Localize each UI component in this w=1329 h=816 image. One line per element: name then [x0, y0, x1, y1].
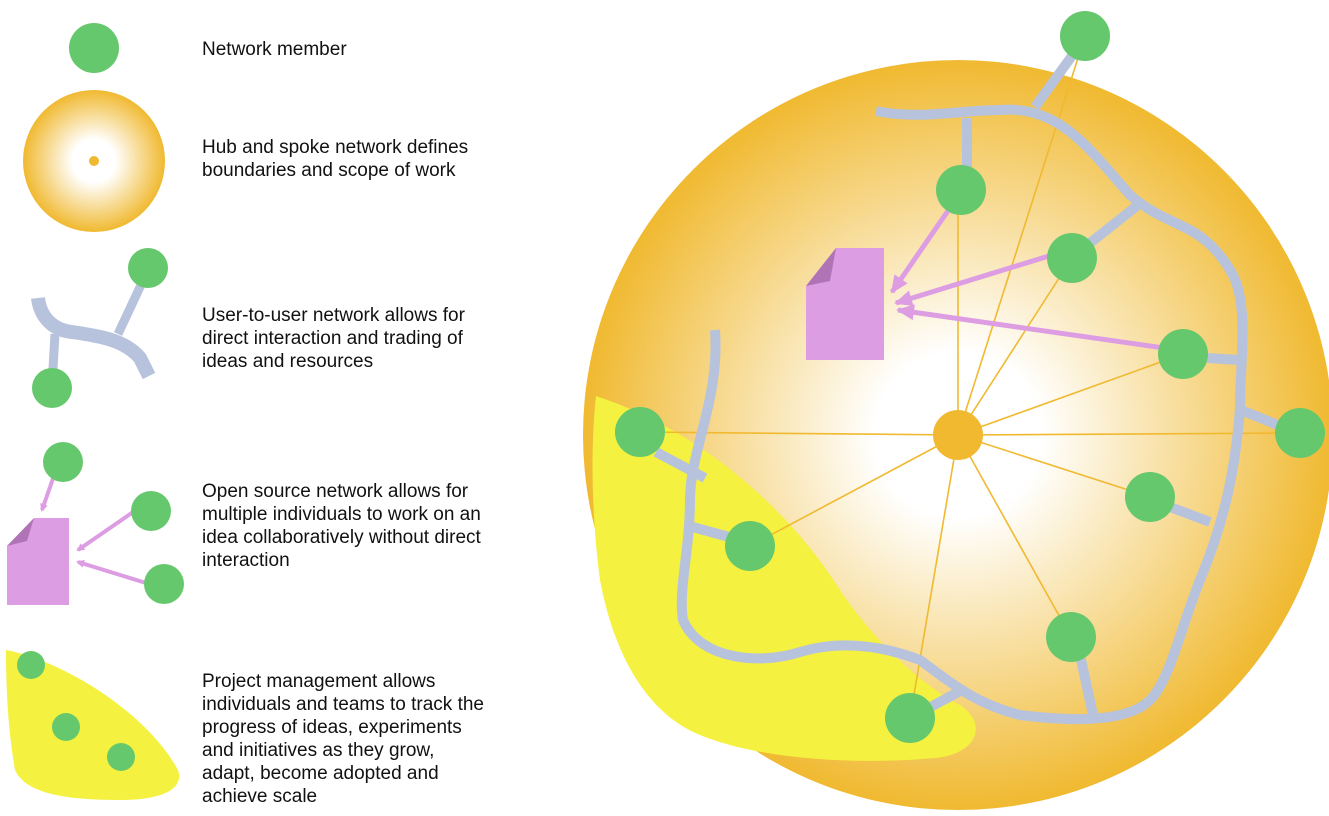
legend-line: ideas and resources	[202, 351, 374, 372]
legend-line: adapt, become adopted and	[202, 763, 439, 784]
member-node	[1275, 408, 1325, 458]
hub-spokes	[639, 35, 1301, 719]
main-network-diagram	[583, 11, 1329, 810]
member-node	[725, 521, 775, 571]
legend-line: interaction	[202, 550, 290, 571]
legend-line: progress of ideas, experiments	[202, 717, 462, 738]
member-node	[1047, 233, 1097, 283]
member-node	[1158, 329, 1208, 379]
legend-project-text: Project management allows individuals an…	[202, 670, 484, 808]
legend-user-text: User-to-user network allows for direct i…	[202, 304, 465, 373]
legend-line: idea collaboratively without direct	[202, 527, 481, 548]
hub-and-spoke-icon	[23, 90, 165, 232]
legend-hub-text: Hub and spoke network defines boundaries…	[202, 136, 468, 182]
legend-opensource-text: Open source network allows for multiple …	[202, 480, 481, 572]
legend-line: Network member	[202, 39, 347, 60]
legend-line: boundaries and scope of work	[202, 160, 456, 181]
legend-line: achieve scale	[202, 786, 318, 807]
network-member-icon	[69, 23, 119, 73]
legend-line: and initiatives as they grow,	[202, 740, 435, 761]
network-members	[615, 11, 1325, 743]
hub-center	[933, 410, 983, 460]
legend-line: individuals and teams to track the	[202, 694, 484, 715]
legend-line: Open source network allows for	[202, 481, 469, 502]
member-node	[885, 693, 935, 743]
shared-document-icon	[806, 248, 884, 360]
member-node	[1060, 11, 1110, 61]
open-source-icon	[7, 442, 184, 605]
legend-line: multiple individuals to work on an	[202, 504, 481, 525]
legend-line: direct interaction and trading of	[202, 328, 463, 349]
contribution-arrows	[889, 203, 1165, 351]
legend-line: Project management allows	[202, 671, 436, 692]
user-to-user-icon	[31, 248, 168, 408]
member-node	[1046, 612, 1096, 662]
member-node	[1125, 472, 1175, 522]
legend-line: User-to-user network allows for	[202, 305, 465, 326]
legend-line: Hub and spoke network defines	[202, 137, 469, 158]
legend-member-text: Network member	[202, 38, 347, 61]
member-node	[936, 165, 986, 215]
member-node	[615, 407, 665, 457]
project-management-icon	[6, 650, 180, 800]
